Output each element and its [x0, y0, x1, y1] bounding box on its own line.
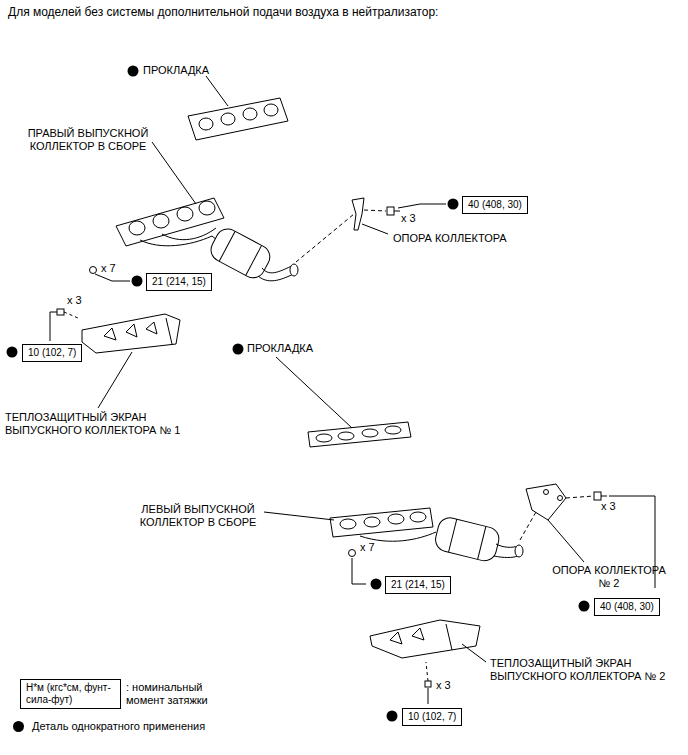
torque-box: 21 (214, 15)	[385, 576, 451, 594]
part-name: ОПОРА КОЛЛЕКТОРА	[393, 232, 507, 245]
legend-swatch	[13, 721, 24, 732]
quantity-label: x 7	[101, 262, 116, 275]
quantity-label: x 7	[360, 541, 375, 554]
legend-text: : номинальный момент затяжки	[126, 681, 226, 707]
legend-text: Деталь однократного применения	[32, 720, 205, 733]
diagram-title: Для моделей без системы дополнительной п…	[8, 5, 438, 19]
torque-text: 21 (214, 15)	[391, 579, 445, 591]
torque-text: 21 (214, 15)	[152, 276, 206, 288]
part-name: ЛЕВЫЙ ВЫПУСКНОЙ КОЛЛЕКТОР В СБОРЕ	[128, 503, 268, 529]
torque-box: 10 (102, 7)	[402, 708, 462, 726]
part-name: ПРОКЛАДКА	[247, 342, 313, 355]
torque-text: 40 (408, 30)	[600, 601, 654, 613]
part-name: ПРАВЫЙ ВЫПУСКНОЙ КОЛЛЕКТОР В СБОРЕ	[18, 127, 158, 153]
torque-box: 40 (408, 30)	[594, 598, 660, 616]
part-name: ТЕПЛОЗАЩИТНЫЙ ЭКРАН ВЫПУСКНОГО КОЛЛЕКТОР…	[490, 657, 684, 683]
part-name: ОПОРА КОЛЛЕКТОРА № 2	[548, 564, 670, 590]
torque-text: 40 (408, 30)	[468, 199, 522, 211]
torque-text: 10 (102, 7)	[408, 711, 456, 723]
quantity-label: x 3	[401, 212, 416, 225]
part-name: ПРОКЛАДКА	[143, 64, 209, 77]
torque-text: Н*м (кгс*см, фунт-сила-фут)	[26, 682, 115, 706]
quantity-label: x 3	[601, 500, 616, 513]
torque-box: 21 (214, 15)	[146, 273, 212, 291]
quantity-label: x 3	[436, 679, 451, 692]
torque-box: 40 (408, 30)	[462, 196, 528, 214]
legend-unit-box: Н*м (кгс*см, фунт-сила-фут)	[20, 679, 121, 709]
torque-box: 10 (102, 7)	[22, 344, 82, 362]
quantity-label: x 3	[67, 294, 82, 307]
torque-text: 10 (102, 7)	[28, 347, 76, 359]
part-name: ТЕПЛОЗАЩИТНЫЙ ЭКРАН ВЫПУСКНОГО КОЛЛЕКТОР…	[5, 411, 205, 437]
